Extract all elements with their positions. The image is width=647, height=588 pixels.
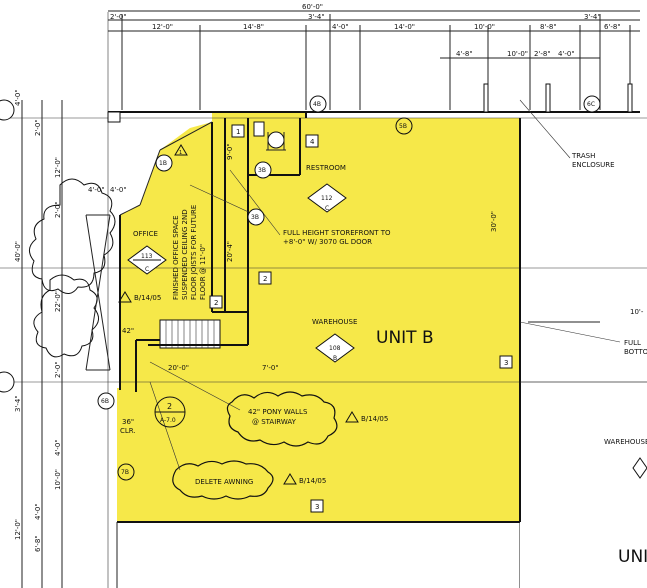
tag-letter: C [145, 266, 149, 273]
dim-left: 12'-0" [54, 157, 62, 178]
callout-label: 7B [121, 469, 129, 476]
tag-letter: C [325, 205, 329, 212]
unit-b-highlight [117, 112, 520, 522]
finished-office-note: FLOOR JOISTS FOR FUTURE [190, 205, 198, 300]
dim-top: 4'-0" [332, 23, 349, 31]
dim-interior: 9'-0" [226, 143, 234, 160]
revision-label: B/14/05 [361, 415, 388, 423]
keynote-number: 2 [263, 275, 267, 283]
dim-interior: 42" [122, 327, 134, 335]
section-sheet: A-7.0 [160, 417, 176, 424]
finished-office-note: FINISHED OFFICE SPACE [172, 216, 180, 301]
dim-top: 10'-0" [507, 50, 528, 58]
callout-label: 3B [258, 167, 266, 174]
dim-left: 4'-0" [14, 89, 22, 106]
tag-number: 113 [141, 253, 153, 260]
dim-interior: 10'- [630, 308, 644, 316]
unit-title-right: UNI [618, 547, 647, 567]
keynote-number: 3 [504, 359, 508, 367]
revision-label: B/14/05 [299, 477, 326, 485]
dim-top: 12'-0" [152, 23, 173, 31]
room-label-restroom: RESTROOM [306, 164, 346, 172]
delete-awning-note: DELETE AWNING [195, 478, 253, 486]
callout-label: 4B [313, 101, 321, 108]
callout-label: 6B [101, 398, 109, 405]
tag-number: 112 [321, 195, 333, 202]
unit-title: UNIT B [376, 328, 434, 348]
storefront-note: +8'-0" W/ 3070 GL DOOR [283, 238, 372, 246]
dim-left: 2'-0" [54, 361, 62, 378]
dim-interior: 4'-0" [88, 186, 105, 194]
dim-left: 4'-0" [54, 439, 62, 456]
room-label-office: OFFICE [133, 230, 158, 238]
dim-interior: 7'-0" [262, 364, 279, 372]
room-tag-restroom [307, 183, 347, 213]
dim-left: 3'-4" [14, 395, 22, 412]
dim-left: 22'-0" [54, 291, 62, 312]
trash-note: ENCLOSURE [572, 161, 615, 169]
revision-cloud [226, 391, 338, 447]
room-label-warehouse-right: WAREHOUSE [604, 438, 647, 446]
keynote-number: 2 [214, 299, 218, 307]
delta-number: 1 [179, 150, 182, 156]
pony-wall-note: 42" PONY WALLS [248, 408, 308, 416]
room-tag-office [127, 245, 167, 275]
dim-interior: 4'-0" [110, 186, 127, 194]
storefront-note: FULL HEIGHT STOREFRONT TO [283, 229, 391, 237]
dim-interior: 20'-4" [226, 241, 234, 262]
dim-top: 4'-8" [456, 50, 473, 58]
dim-top: 14'-8" [243, 23, 264, 31]
dim-top: 3'-4" [308, 13, 325, 21]
tag-letter: B [333, 355, 337, 362]
dim-top: 4'-0" [558, 50, 575, 58]
dim-left: 6'-8" [34, 535, 42, 552]
right-note: BOTTO [624, 348, 647, 356]
section-number: 2 [167, 402, 172, 411]
keynote-number: 1 [236, 128, 240, 136]
right-note: FULL [624, 339, 641, 347]
dim-top: 14'-0" [394, 23, 415, 31]
clearance-note: CLR. [120, 427, 136, 435]
finished-office-note: SUSPENDED CEILING 2ND [181, 209, 189, 300]
callout-label: 5B [399, 123, 407, 130]
tag-number: 108 [329, 345, 341, 352]
dim-interior: 30'-0" [490, 211, 498, 232]
dim-left: 40'-0" [14, 241, 22, 262]
room-label-warehouse: WAREHOUSE [312, 318, 357, 326]
dim-left: 2'-0" [54, 201, 62, 218]
keynote-number: 3 [315, 503, 319, 511]
dim-top: 6'-8" [604, 23, 621, 31]
dim-left: 2'-0" [34, 119, 42, 136]
dim-left: 10'-0" [54, 469, 62, 490]
keynote-number: 4 [310, 138, 315, 146]
revision-label: B/14/05 [134, 294, 161, 302]
room-tag-warehouse [315, 333, 355, 363]
dim-interior: 20'-0" [168, 364, 189, 372]
dim-top: 2'-8" [534, 50, 551, 58]
dim-top: 10'-0" [474, 23, 495, 31]
callout-label: 6C [587, 101, 595, 108]
dim-top: 2'-0" [110, 13, 127, 21]
dim-top: 3'-4" [584, 13, 601, 21]
pony-wall-note: @ STAIRWAY [252, 418, 297, 426]
finished-office-note: FLOOR @ 11'-0" [199, 244, 207, 300]
callout-label: 3B [251, 214, 259, 221]
callout-label: 1B [159, 160, 167, 167]
trash-note: TRASH [571, 152, 595, 160]
dim-overall: 60'-0" [302, 3, 323, 11]
dim-top: 8'-8" [540, 23, 557, 31]
dim-left: 12'-0" [14, 519, 22, 540]
revision-cloud [172, 460, 274, 500]
clearance-note: 36" [122, 418, 134, 426]
dim-left: 4'-0" [34, 503, 42, 520]
